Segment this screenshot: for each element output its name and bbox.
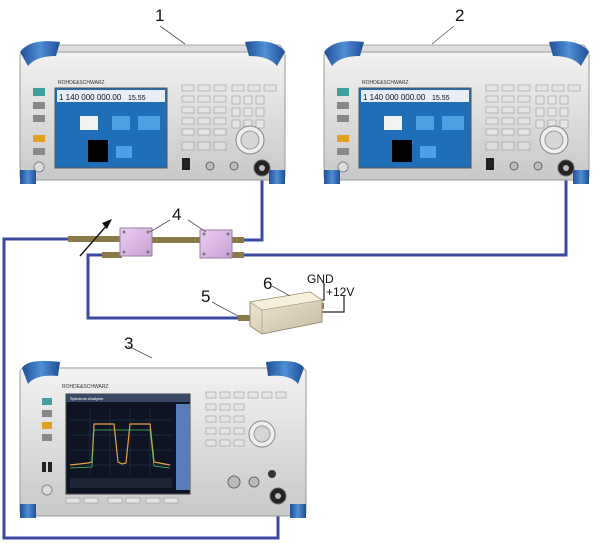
cable-splitter-to-amplifier: [86, 253, 250, 320]
label-1: 1: [155, 6, 164, 25]
generator-2-freq: 1 140 000 000.00: [363, 93, 426, 102]
generator-freq: 1 140 000 000.00: [59, 93, 122, 102]
vplus-wire: [322, 296, 345, 313]
cable-gen1-to-splitter: [240, 175, 264, 242]
analyzer-brand: ROHDE&SCHWARZ: [62, 384, 108, 390]
analyzer-trace: [69, 423, 171, 466]
signal-generator-2: 1 140 000 000.00 15.55 ROHDE&SCHWARZ: [323, 41, 590, 184]
generator-brand: ROHDE&SCHWARZ: [58, 80, 104, 86]
amplifier: [211, 285, 324, 335]
label-5: 5: [201, 287, 210, 306]
signal-generator-1: 1 140 000 000.00 15.55 ROHDE&SCHWARZ: [19, 41, 286, 184]
combiners: [68, 219, 244, 259]
spectrum-analyzer: ROHDE&SCHWARZ Spectrum Analyzer: [19, 345, 307, 518]
label-6: 6: [263, 274, 272, 293]
label-4: 4: [172, 205, 181, 224]
cables: [2, 175, 568, 540]
analyzer-title: Spectrum Analyzer: [70, 396, 104, 401]
generator-2-brand: ROHDE&SCHWARZ: [362, 80, 408, 86]
generator-keypad: [181, 84, 277, 136]
handle-left: [20, 41, 60, 66]
gnd-label: GND: [307, 272, 334, 286]
generator-level: 15.55: [128, 95, 146, 102]
variable-attenuator-arrow: [79, 223, 109, 257]
cable-splitter-to-analyzer: [2, 237, 280, 540]
vplus-label: +12V: [326, 285, 354, 299]
handle-right: [245, 41, 285, 66]
cable-gen2-to-splitter: [236, 175, 568, 257]
label-3: 3: [124, 334, 133, 353]
label-2: 2: [455, 6, 464, 25]
generator-2-level: 15.55: [432, 95, 450, 102]
